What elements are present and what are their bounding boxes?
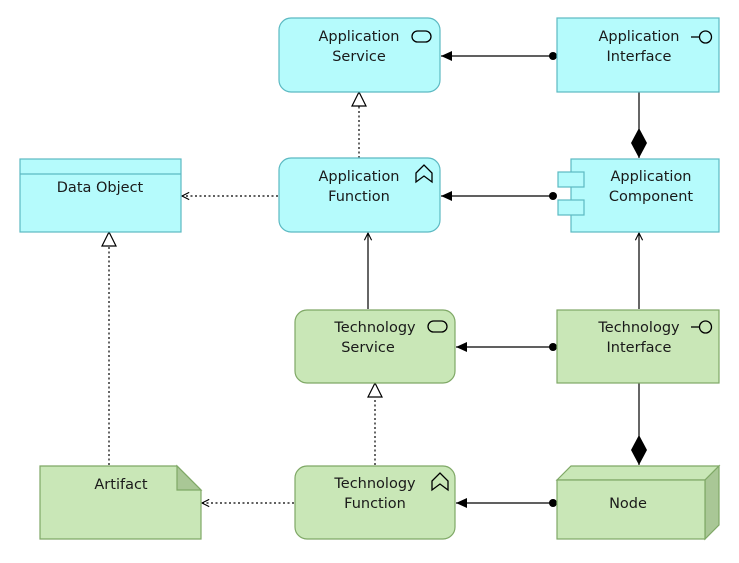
interface-icon [691,30,713,44]
application-component-label: Application [610,169,691,185]
data-object[interactable]: Data Object [19,158,182,233]
application-service-label: Application [318,29,399,45]
interface-icon [691,320,713,334]
application-function[interactable]: Application Function [278,157,441,233]
service-icon [411,30,432,43]
artifact-label: Artifact [94,477,148,493]
technology-service[interactable]: Technology Service [294,309,456,384]
application-service-label-2: Service [332,49,386,65]
application-component[interactable]: Application Component [557,158,720,233]
assignment-node-to-tech-function[interactable] [456,498,557,508]
node[interactable]: Node [555,464,721,541]
data-object-label: Data Object [57,180,144,196]
technology-interface-label-2: Interface [607,340,672,356]
composition-node-to-tech-interface[interactable] [631,383,647,465]
node-label: Node [609,496,647,512]
artifact[interactable]: Artifact [39,464,203,540]
application-function-label: Application [318,169,399,185]
function-icon [415,164,433,184]
application-interface-label: Application [598,29,679,45]
application-service[interactable]: Application Service [278,17,441,93]
technology-interface-label: Technology [597,320,680,336]
application-component-label-2: Component [609,189,693,205]
technology-function[interactable]: Technology Function [294,465,456,540]
application-function-label-2: Function [328,189,390,205]
assignment-app-interface-to-app-service[interactable] [441,51,557,61]
service-icon [427,320,448,333]
artifact-fold-icon [176,464,203,491]
technology-function-label: Technology [333,476,416,492]
application-interface-label-2: Interface [607,49,672,65]
application-interface[interactable]: Application Interface [556,17,720,93]
assignment-tech-interface-to-tech-service[interactable] [456,342,557,352]
component-icon [557,171,585,188]
function-icon [431,472,449,492]
component-icon-lower [557,199,585,216]
technology-interface[interactable]: Technology Interface [556,309,720,384]
composition-app-component-to-app-interface[interactable] [631,92,647,158]
technology-service-label: Technology [333,320,416,336]
node-top-face [555,465,721,481]
technology-service-label-2: Service [341,340,395,356]
assignment-app-component-to-app-function[interactable] [441,191,557,201]
technology-function-label-2: Function [344,496,406,512]
